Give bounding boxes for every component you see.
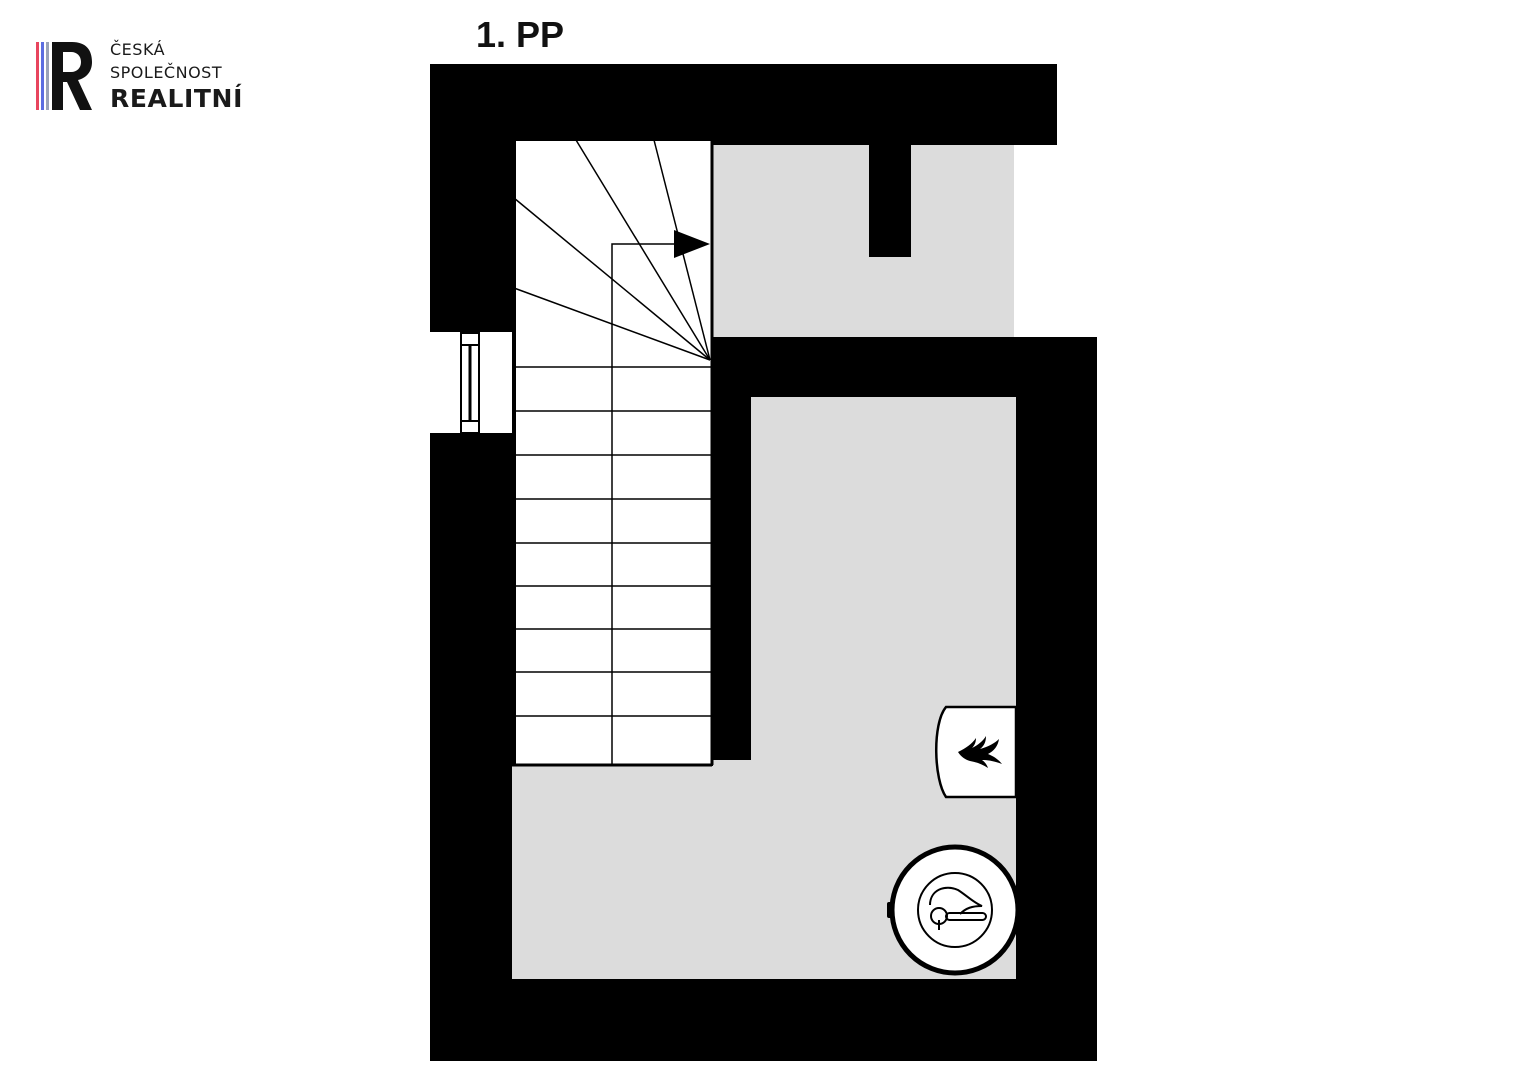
wall-bottom (430, 979, 1097, 1061)
wall-middle-vertical (712, 337, 751, 760)
logo-text-line-1: ČESKÁ (110, 40, 166, 59)
walls (430, 64, 1097, 1061)
wall-left-upper (430, 64, 514, 332)
logo-r-mark (36, 42, 92, 110)
window-icon (430, 332, 514, 434)
boiler (935, 705, 1018, 799)
floor-area-upper (712, 144, 1014, 338)
company-logo: ČESKÁ SPOLEČNOST REALITNÍ (36, 38, 276, 118)
logo-text-line-2: SPOLEČNOST (110, 63, 223, 82)
wall-left-lower (430, 433, 512, 1061)
arrow-right-icon (674, 230, 710, 258)
logo-text-line-3: REALITNÍ (110, 84, 243, 113)
water-heater (887, 844, 1021, 976)
thermometer-drop-icon (929, 886, 987, 930)
floor-label: 1. PP (476, 14, 565, 55)
wall-top (430, 64, 1057, 145)
wall-stub (869, 144, 911, 257)
flame-icon (958, 736, 1002, 768)
wall-right (1016, 337, 1097, 1061)
